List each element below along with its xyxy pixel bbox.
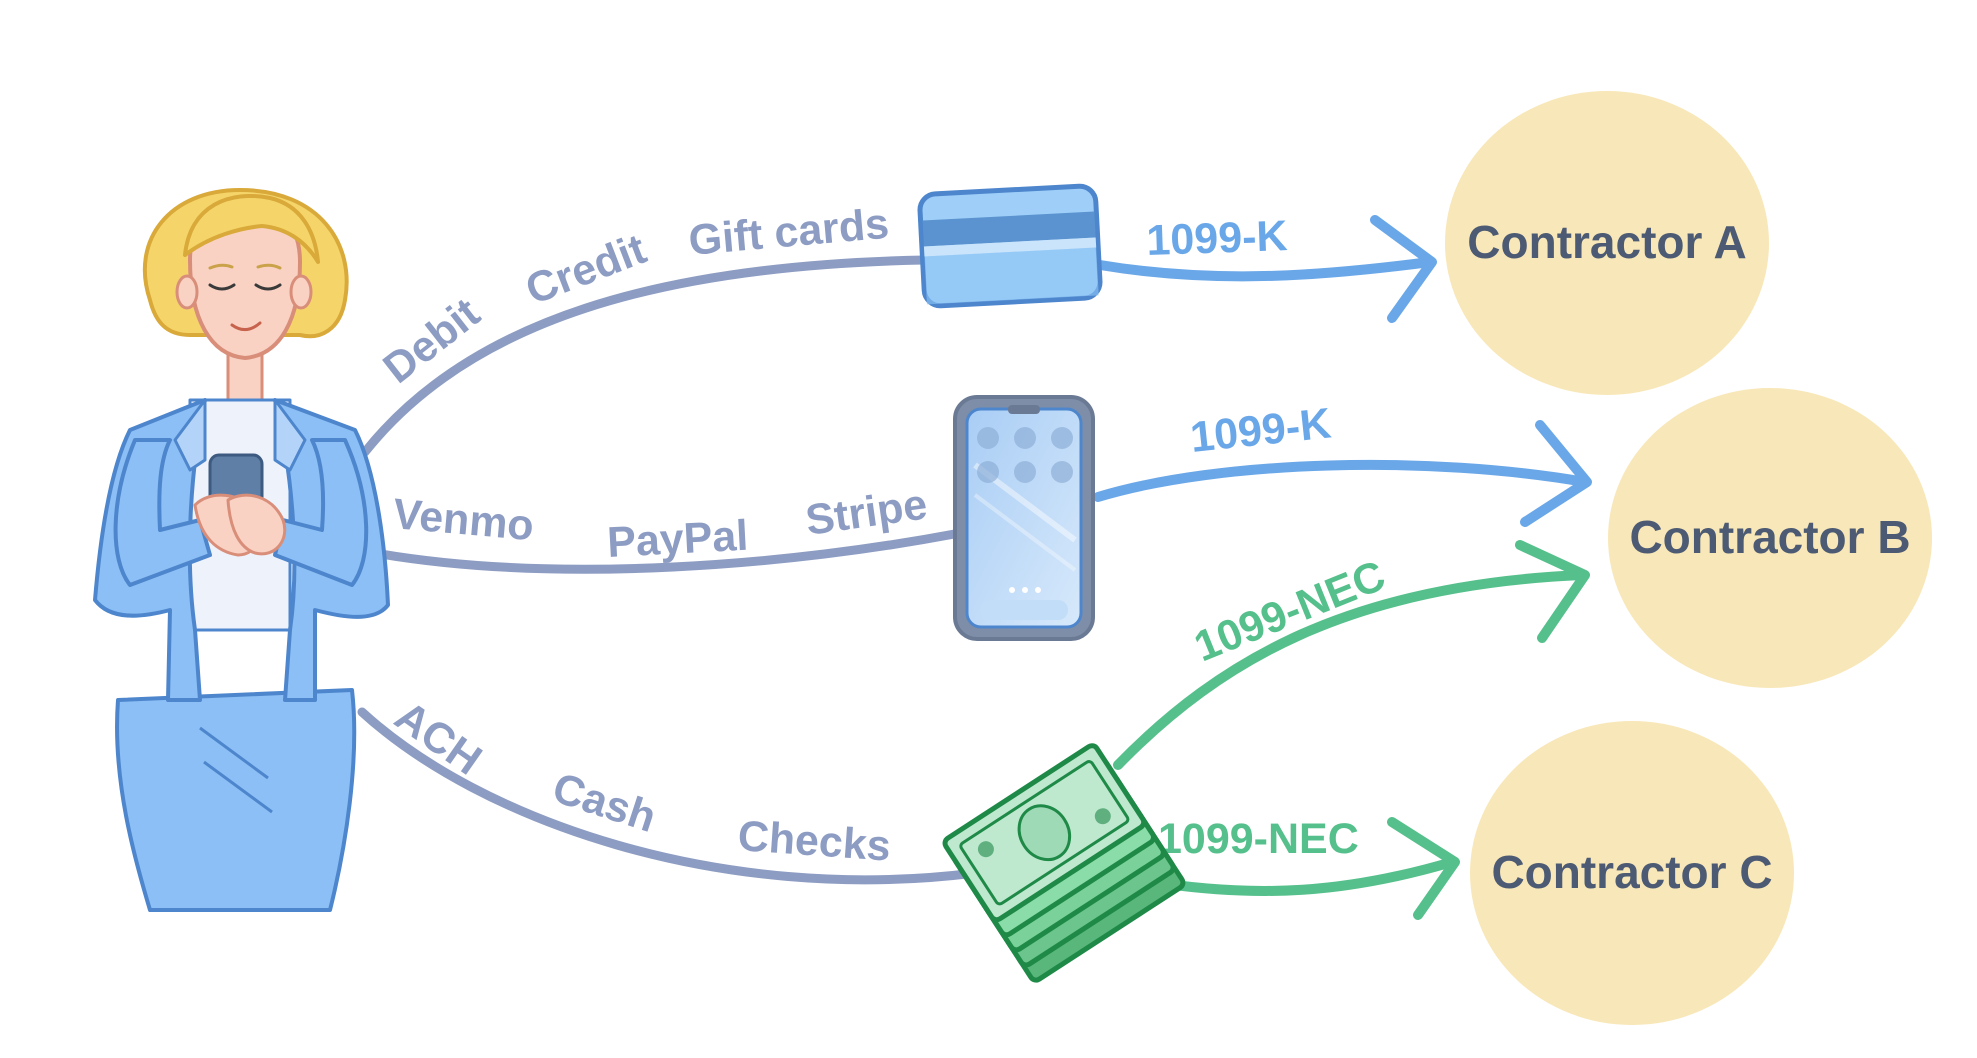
contractor-c-label: Contractor C [1491, 846, 1772, 898]
method-paths [357, 255, 980, 885]
arrow-cash-to-c [1135, 857, 1457, 896]
banknotes-icon [942, 743, 1186, 983]
contractor-b-label: Contractor B [1629, 511, 1910, 563]
credit-card-icon [917, 183, 1103, 309]
arrow-cash-to-b [1113, 570, 1587, 770]
contractor-a: Contractor A [1445, 91, 1769, 395]
method-label-stripe: Stripe [803, 480, 930, 544]
contractor-a-label: Contractor A [1467, 216, 1746, 268]
arrowhead-b-top [1520, 420, 1592, 527]
arrow-card-to-a [1095, 257, 1435, 282]
card-path [360, 255, 930, 457]
smartphone-icon [953, 395, 1095, 641]
form-label-app: 1099-K [1188, 399, 1333, 461]
method-labels: Debit Credit Gift cards Venmo PayPal Str… [375, 200, 930, 871]
arrow-phone-to-b [1093, 459, 1590, 502]
payer-illustration [93, 188, 390, 912]
arrowhead-b-bottom [1515, 540, 1590, 643]
arrowhead-a [1370, 215, 1437, 323]
method-label-paypal: PayPal [606, 512, 749, 567]
contractor-b: Contractor B [1608, 388, 1932, 688]
form-labels: 1099-K 1099-K 1099-NEC 1099-NEC [1146, 212, 1392, 863]
offline-path [357, 707, 980, 885]
method-label-gift-cards: Gift cards [687, 200, 891, 265]
arrowhead-c [1387, 817, 1460, 920]
form-label-card: 1099-K [1146, 212, 1289, 265]
method-label-checks: Checks [736, 812, 892, 871]
app-path [370, 528, 965, 574]
method-label-venmo: Venmo [391, 490, 536, 550]
form-label-cash-bottom: 1099-NEC [1158, 815, 1359, 863]
method-label-debit: Debit [375, 289, 489, 393]
method-label-credit: Credit [519, 225, 652, 314]
form-arrows [1093, 215, 1592, 920]
contractor-c: Contractor C [1470, 721, 1794, 1025]
